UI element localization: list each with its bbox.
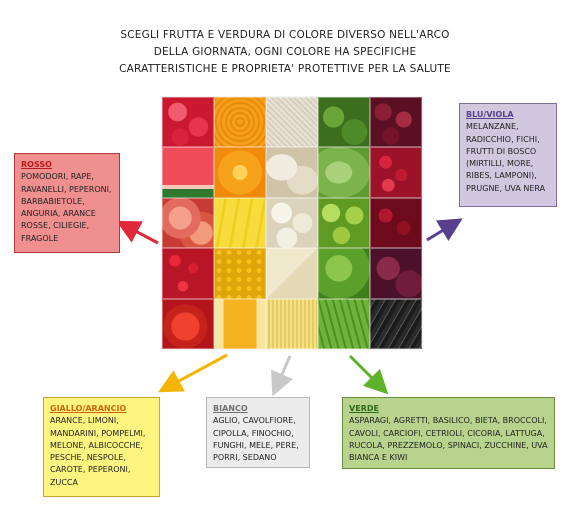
bianco-header: BIANCO xyxy=(213,404,248,413)
blu-line-1: MELANZANE, xyxy=(466,122,519,132)
corn-image xyxy=(214,248,266,299)
watermelon-image xyxy=(162,147,214,198)
verde-line-3: RUCOLA, PREZZEMOLO, SPINACI, ZUCCHINE, U… xyxy=(349,440,548,450)
giallo-line-3: MELONE, ALBICOCCHE, xyxy=(50,440,143,450)
tomato-image xyxy=(162,298,214,349)
verde-header: VERDE xyxy=(349,404,379,413)
pomegranate-image xyxy=(370,147,422,198)
spaghetti-image xyxy=(266,298,318,349)
raspberries-image xyxy=(162,97,214,148)
cauliflower-image xyxy=(266,197,318,249)
bianco-line-3: FUNGHI, MELE, PERE, xyxy=(213,440,299,450)
title-line-1: SCEGLI FRUTTA E VERDURA DI COLORE DIVERS… xyxy=(120,29,450,41)
cherries-image xyxy=(370,197,422,249)
blu-line-4: (MIRTILLI, MORE, xyxy=(466,159,534,169)
rosso-line-6: FRAGOLE xyxy=(21,233,59,243)
rosso-header: ROSSO xyxy=(21,160,52,169)
green-grapes-image xyxy=(318,197,370,249)
plums-image xyxy=(370,248,422,299)
bianco-line-4: PORRI, SEDANO xyxy=(213,453,277,463)
peaches-image xyxy=(162,197,214,249)
bianco-line-2: CIPOLLA, FINOCHIO, xyxy=(213,428,294,438)
blu-line-3: FRUTTI DI BOSCO xyxy=(466,146,537,156)
yellow-orange-arrow xyxy=(158,353,228,393)
rosso-line-1: POMODORI, RAPE, xyxy=(21,172,94,182)
rosso-line-2: RAVANELLI, PEPERONI, xyxy=(21,184,112,194)
rosso-line-5: ROSSE, CILIEGIE, xyxy=(21,221,90,231)
rosso-line-4: ANGURIA, ARANCE xyxy=(21,209,96,219)
broccoli-image xyxy=(318,97,370,148)
verde-line-1: ASPARAGI, AGRETTI, BASILICO, BIETA, BROC… xyxy=(349,416,547,426)
cabbage-leaf-image xyxy=(318,147,370,198)
giallo-arancio-group-box: GIALLO/ARANCIO ARANCE, LIMONI, MANDARINI… xyxy=(43,397,160,497)
lettuce-image xyxy=(318,248,370,299)
giallo-line-1: ARANCE, LIMONI, xyxy=(50,416,119,426)
orange-juice-image xyxy=(214,298,266,349)
bianco-line-1: AGLIO, CAVOLFIORE, xyxy=(213,416,296,426)
blu-viola-group-box: BLU/VIOLA MELANZANE, RADICCHIO, FICHI, F… xyxy=(459,103,557,207)
red-grapes-image xyxy=(370,97,422,148)
blu-viola-header: BLU/VIOLA xyxy=(466,110,514,119)
blu-line-5: RIBES, LAMPONI), xyxy=(466,171,537,181)
giallo-arancio-header: GIALLO/ARANCIO xyxy=(50,404,127,413)
white-cheese-image xyxy=(266,248,318,299)
green-arrow xyxy=(348,354,389,395)
verde-group-box: VERDE ASPARAGI, AGRETTI, BASILICO, BIETA… xyxy=(342,397,555,469)
giallo-line-5: CAROTE, PEPERONI, xyxy=(50,465,131,475)
red-arrow xyxy=(116,220,159,245)
blue-purple-arrow xyxy=(426,218,463,242)
blu-line-2: RADICCHIO, FICHI, xyxy=(466,134,540,144)
mushrooms-image xyxy=(266,147,318,198)
giallo-line-6: ZUCCA xyxy=(50,477,78,487)
green-beans-image xyxy=(318,298,370,349)
page-title: SCEGLI FRUTTA E VERDURA DI COLORE DIVERS… xyxy=(110,27,460,78)
rosso-line-3: BARBABIETOLE, xyxy=(21,196,85,206)
giallo-line-4: PESCHE, NESPOLE, xyxy=(50,453,126,463)
blu-line-6: PRUGNE, UVA NERA xyxy=(466,183,546,193)
title-line-2: DELLA GIORNATA, OGNI COLORE HA SPECIFICH… xyxy=(153,46,417,58)
giallo-line-2: MANDARINI, POMPELMI, xyxy=(50,428,146,438)
bananas-image xyxy=(214,197,266,249)
verde-line-2: CAVOLI, CARCIOFI, CETRIOLI, CICORIA, LAT… xyxy=(349,428,545,438)
title-line-3: CARATTERISTICHE E PROPRIETA' PROTETTIVE … xyxy=(119,63,451,75)
produce-photo-grid xyxy=(162,97,422,349)
redcurrants-image xyxy=(162,248,214,299)
rosso-group-box: ROSSO POMODORI, RAPE, RAVANELLI, PEPERON… xyxy=(14,153,120,253)
orange-lentils-image xyxy=(214,97,266,148)
orange-slice-image xyxy=(214,147,266,198)
bianco-group-box: BIANCO AGLIO, CAVOLFIORE, CIPOLLA, FINOC… xyxy=(206,397,310,468)
sunflower-seeds-image xyxy=(370,298,422,349)
white-rice-image xyxy=(266,97,318,148)
verde-line-4: BIANCA E KIWI xyxy=(349,453,408,463)
white-arrow xyxy=(271,355,294,397)
